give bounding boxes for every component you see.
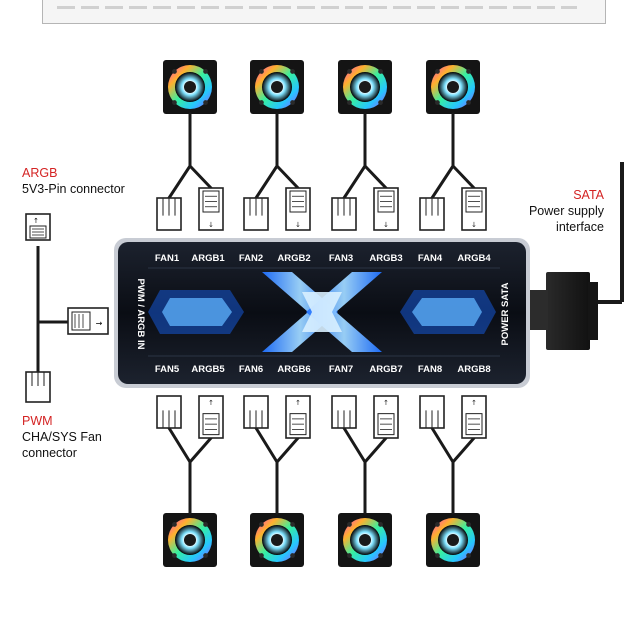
pwm-title: PWM bbox=[22, 414, 53, 428]
rgb-fan-2 bbox=[250, 60, 304, 114]
fan-plug-4 bbox=[419, 197, 445, 231]
argb-title: ARGB bbox=[22, 166, 58, 180]
hub-body bbox=[114, 238, 530, 388]
rgb-fan-8 bbox=[426, 513, 480, 567]
pwm-subtitle-2: connector bbox=[22, 446, 77, 460]
argb-plug-6: ↑ bbox=[285, 395, 311, 439]
fan-plug-3 bbox=[331, 197, 357, 231]
argb-plug-2: ↓ bbox=[285, 187, 311, 231]
rgb-fan-7 bbox=[338, 513, 392, 567]
svg-text:↑: ↑ bbox=[383, 399, 389, 407]
bottom-port-label: ARGB8 bbox=[457, 364, 490, 375]
bottom-port-label: ARGB5 bbox=[191, 364, 225, 375]
svg-text:↑: ↑ bbox=[295, 399, 301, 407]
svg-text:↑: ↑ bbox=[471, 399, 477, 407]
rgb-fan-5 bbox=[163, 513, 217, 567]
top-port-label: ARGB3 bbox=[369, 253, 402, 264]
svg-text:↓: ↓ bbox=[383, 221, 389, 229]
rgb-fan-4 bbox=[426, 60, 480, 114]
argb-plug-3: ↓ bbox=[373, 187, 399, 231]
top-port-label: ARGB4 bbox=[457, 253, 491, 264]
bottom-port-label: FAN7 bbox=[329, 364, 353, 375]
fan-group bbox=[163, 60, 480, 567]
argb-plug-5: ↑ bbox=[198, 395, 224, 439]
rgb-fan-6 bbox=[250, 513, 304, 567]
bottom-port-label: ARGB6 bbox=[277, 364, 310, 375]
svg-text:→: → bbox=[96, 319, 103, 328]
pwm-input-plug bbox=[25, 371, 51, 403]
svg-text:↑: ↑ bbox=[33, 217, 39, 225]
fan-plug-5 bbox=[156, 395, 182, 429]
argb-subtitle: 5V3-Pin connector bbox=[22, 182, 125, 196]
sata-title: SATA bbox=[573, 188, 604, 202]
bottom-port-label: FAN6 bbox=[239, 364, 263, 375]
rgb-fan-1 bbox=[163, 60, 217, 114]
hub-port-labels: FAN1 ARGB1 FAN2 ARGB2 FAN3 ARGB3 FAN4 ARGB4FAN5… bbox=[155, 253, 491, 375]
bottom-port-label: FAN5 bbox=[155, 364, 180, 375]
svg-text:↓: ↓ bbox=[295, 221, 301, 229]
argb-plug-7: ↑ bbox=[373, 395, 399, 439]
argb-plug-4: ↓ bbox=[461, 187, 487, 231]
fan-plug-1 bbox=[156, 197, 182, 231]
sata-subtitle-2: interface bbox=[556, 220, 604, 234]
top-port-label: ARGB1 bbox=[191, 253, 225, 264]
sata-subtitle-1: Power supply bbox=[528, 204, 604, 218]
top-port-label: FAN1 bbox=[155, 253, 180, 264]
top-caption-box bbox=[42, 0, 606, 24]
bottom-port-label: FAN8 bbox=[418, 364, 442, 375]
svg-text:↓: ↓ bbox=[208, 221, 214, 229]
pwm-subtitle-1: CHA/SYS Fan bbox=[22, 430, 102, 444]
svg-text:↑: ↑ bbox=[208, 399, 214, 407]
top-port-label: FAN2 bbox=[239, 253, 263, 264]
sata-connector bbox=[530, 272, 598, 350]
rgb-fan-3 bbox=[338, 60, 392, 114]
top-port-label: FAN4 bbox=[418, 253, 443, 264]
hub-left-text: PWM / ARGB IN bbox=[135, 279, 146, 350]
argb-plug-1: ↓ bbox=[198, 187, 224, 231]
hub-input-plug: → bbox=[67, 307, 109, 335]
fan-plug-2 bbox=[243, 197, 269, 231]
top-port-label: FAN3 bbox=[329, 253, 353, 264]
fan-plug-8 bbox=[419, 395, 445, 429]
fan-plug-7 bbox=[331, 395, 357, 429]
caption-placeholder-line bbox=[57, 6, 577, 9]
cable-group bbox=[167, 112, 476, 515]
hub-right-text: POWER SATA bbox=[500, 282, 511, 345]
fan-plug-6 bbox=[243, 395, 269, 429]
argb-plug-8: ↑ bbox=[461, 395, 487, 439]
top-port-label: ARGB2 bbox=[277, 253, 310, 264]
svg-text:↓: ↓ bbox=[471, 221, 477, 229]
bottom-port-label: ARGB7 bbox=[369, 364, 402, 375]
argb-input-plug: ↑ bbox=[25, 213, 51, 241]
plug-group: ↓ ↓ ↓ ↓ ↑ ↑ ↑ ↑ bbox=[156, 187, 487, 439]
